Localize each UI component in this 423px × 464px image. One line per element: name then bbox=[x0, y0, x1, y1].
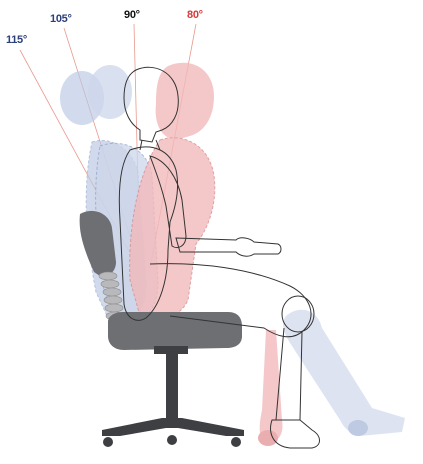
angle-label-115: 115° bbox=[6, 34, 27, 46]
chair-caster-left bbox=[103, 437, 113, 447]
angle-label-80: 80° bbox=[187, 9, 203, 21]
foot-105 bbox=[348, 420, 368, 436]
foot-80 bbox=[258, 430, 278, 446]
chair-caster-center bbox=[167, 435, 177, 445]
chair-caster-right bbox=[231, 437, 241, 447]
chair-seat bbox=[108, 312, 242, 350]
angle-label-90: 90° bbox=[124, 9, 140, 21]
chair-seat-underside bbox=[154, 346, 188, 354]
chair-gas-lift bbox=[166, 354, 178, 418]
angle-label-105: 105° bbox=[50, 13, 72, 25]
chair-base bbox=[102, 418, 244, 436]
